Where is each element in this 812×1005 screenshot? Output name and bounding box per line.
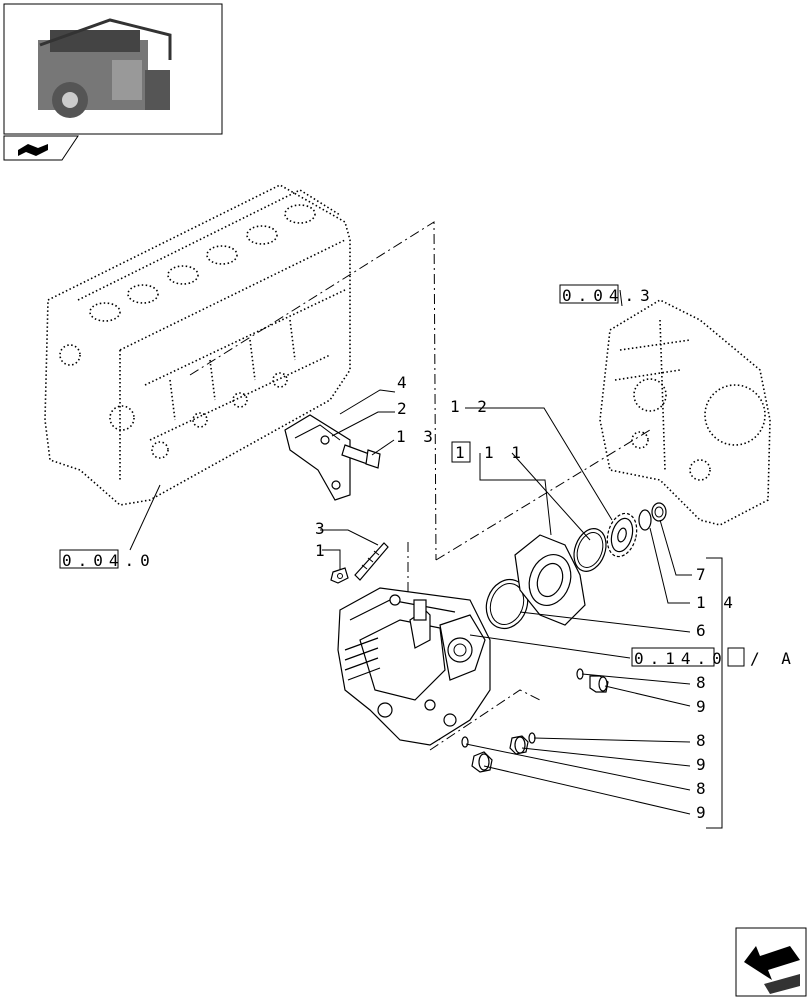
- block-ref[interactable]: 0.04.0: [59, 549, 156, 570]
- callout-13: 1 3: [396, 427, 437, 446]
- o-ring-6: [485, 578, 529, 630]
- nut-1: [330, 567, 349, 584]
- callout-6: 6: [696, 621, 710, 640]
- timing-cover: [599, 299, 771, 526]
- callout-8a: 8: [696, 673, 710, 692]
- callout-7: 7: [696, 565, 710, 584]
- pump-ref-suffix: / A: [750, 649, 797, 668]
- gear-group-ref[interactable]: 1: [451, 441, 471, 463]
- callout-12: 1 2: [450, 397, 491, 416]
- callout-9b: 9: [696, 755, 710, 774]
- washer-14: [638, 509, 652, 531]
- mounting-bracket: [284, 414, 351, 501]
- callout-4: 4: [397, 373, 411, 392]
- block-ref-text: 0.04.0: [62, 551, 156, 570]
- folder-arrow-icon[interactable]: [3, 135, 79, 161]
- injection-pump: [337, 587, 491, 746]
- callout-2: 2: [397, 399, 411, 418]
- callout-9c: 9: [696, 803, 710, 822]
- callout-14: 1 4: [696, 593, 737, 612]
- pump-flange-11: [514, 534, 586, 626]
- callout-9a: 9: [696, 697, 710, 716]
- cover-ref-text: 0.04.3: [562, 286, 656, 305]
- callout-8c: 8: [696, 779, 710, 798]
- next-page-arrow-icon[interactable]: [735, 927, 807, 997]
- gear-group-ref-text: 1: [455, 443, 471, 462]
- fitting-9: [471, 675, 609, 773]
- callout-1: 1: [315, 541, 329, 560]
- callout-11: 1 1: [484, 443, 525, 462]
- bolt-13: [341, 444, 381, 469]
- engine-block: [44, 184, 351, 506]
- callout-8b: 8: [696, 731, 710, 750]
- pump-ref[interactable]: 0.14.0 / A: [631, 647, 797, 668]
- pump-ref-text: 0.14.0: [634, 649, 728, 668]
- cover-ref[interactable]: 0.04.3: [559, 284, 656, 305]
- callout-3: 3: [315, 519, 329, 538]
- stud-3: [354, 542, 389, 581]
- nut-7: [651, 502, 667, 522]
- engine-thumbnail-icon[interactable]: [3, 3, 223, 135]
- drive-gear-12: [606, 512, 638, 558]
